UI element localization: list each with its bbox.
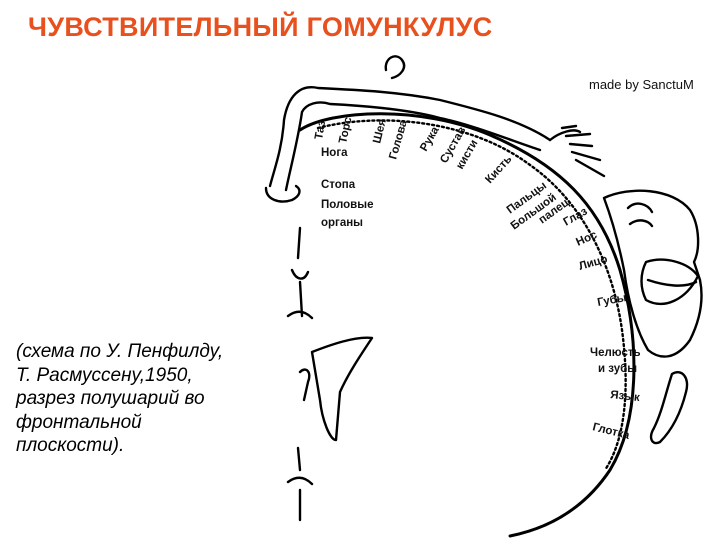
caption-line: Т. Расмуссену,1950, xyxy=(16,364,193,386)
label-yazyk: Язык xyxy=(610,389,641,404)
label-i-zuby: и зубы xyxy=(598,363,637,375)
cortex-strip xyxy=(316,119,627,472)
midline-fissure xyxy=(286,226,314,320)
lateral-ventricle xyxy=(310,336,374,442)
label-kist: Кисть xyxy=(483,153,514,186)
cortex-outline xyxy=(298,112,636,538)
label-chelyust: Челюсть xyxy=(590,347,641,359)
midline-fissure-lower xyxy=(286,446,314,522)
label-ruka: Рука xyxy=(418,124,442,153)
homunculus-foot xyxy=(264,184,301,203)
label-golova: Голова xyxy=(387,118,410,161)
eye-icon xyxy=(626,202,654,228)
label-sheya: Шея xyxy=(371,118,389,145)
label-tors: Торс xyxy=(337,115,354,144)
caption-line: плоскости). xyxy=(16,435,125,456)
label-stopa: Стопа xyxy=(321,179,356,191)
label-taz: Таз xyxy=(313,119,328,140)
homunculus-face xyxy=(602,189,703,358)
label-litso: Лицо xyxy=(578,253,609,273)
label-organy: органы xyxy=(321,217,363,229)
page-title: ЧУВСТВИТЕЛЬНЫЙ ГОМУНКУЛУС xyxy=(28,12,493,42)
caption-line: разрез полушарий во xyxy=(16,388,205,409)
homunculus-tongue xyxy=(649,371,689,445)
homunculus-head-small xyxy=(384,55,406,80)
caption-line: фронтальной xyxy=(16,411,142,433)
author-credit: made by SanctuM xyxy=(589,77,694,92)
label-guby: Губы xyxy=(596,292,627,309)
homunculus-leg xyxy=(268,86,552,188)
lips xyxy=(640,258,700,305)
caption-line: (схема по У. Пенфилду, xyxy=(16,341,224,362)
diagram-caption: (схема по У. Пенфилду, Т. Расмуссену,195… xyxy=(16,340,223,458)
label-glotka: Глотка xyxy=(591,421,631,442)
label-noga: Нога xyxy=(321,147,348,159)
label-polovye: Половые xyxy=(321,199,373,211)
homunculus-hand xyxy=(548,124,606,178)
